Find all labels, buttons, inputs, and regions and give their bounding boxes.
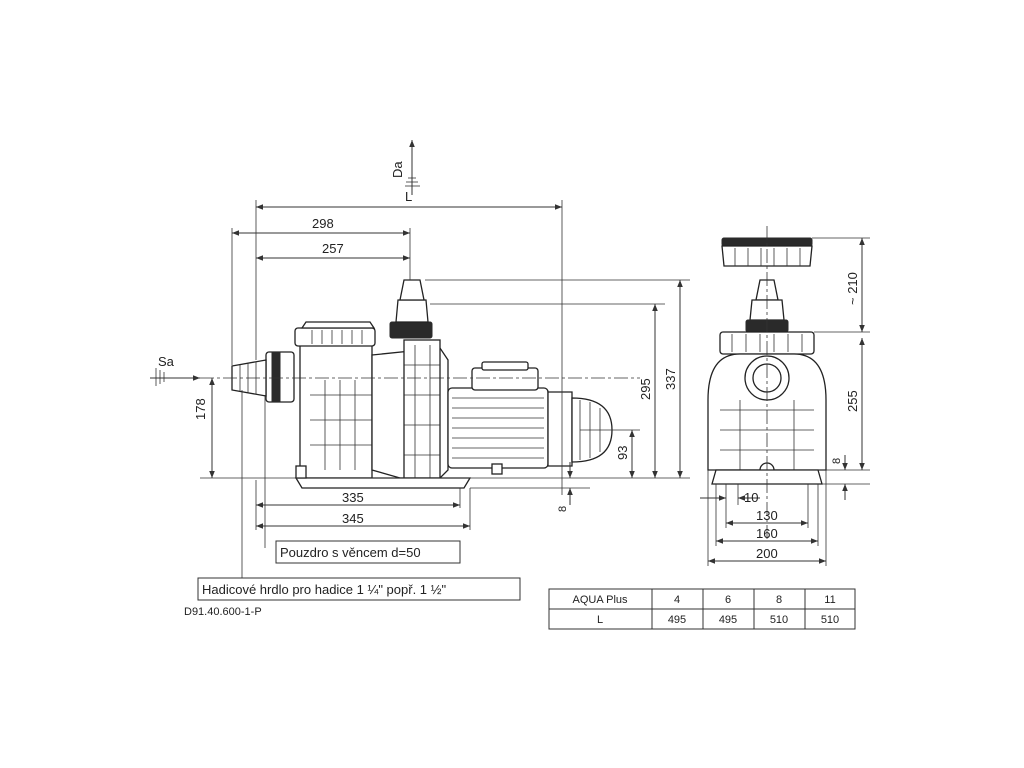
callout-hose: Hadicové hrdlo pro hadice 1 ¼" popř. 1 ½… xyxy=(197,577,521,601)
side-view: Sa Da L 298 257 295 337 178 xyxy=(150,140,690,618)
pump-side-body xyxy=(231,279,613,489)
table-header-6: 6 xyxy=(725,594,731,606)
model-length-table: AQUA Plus 4 6 8 11 L 495 495 510 510 xyxy=(548,588,856,630)
callout-housing: Pouzdro s věncem d=50 xyxy=(275,540,461,564)
dimension-8-front: 8 xyxy=(831,458,843,464)
dimension-257: 257 xyxy=(322,241,344,256)
dimension-10: 10 xyxy=(744,490,758,505)
table-cell: 495 xyxy=(668,614,686,626)
dimension-8-side: 8 xyxy=(557,506,569,512)
dimension-298: 298 xyxy=(312,216,334,231)
dimension-295: 295 xyxy=(638,378,653,400)
front-view: ~ 210 255 8 10 130 160 200 xyxy=(700,226,870,566)
drawing-code: D91.40.600-1-P xyxy=(184,606,262,618)
table-cell-label: L xyxy=(597,614,603,626)
dimension-200: 200 xyxy=(756,546,778,561)
discharge-label: Da xyxy=(390,161,405,178)
callout-hose-text: Hadicové hrdlo pro hadice 1 ¼" popř. 1 ½… xyxy=(202,582,446,597)
dimension-length: L xyxy=(405,189,412,204)
dimension-345: 345 xyxy=(342,511,364,526)
dimension-210: ~ 210 xyxy=(845,272,860,305)
table-header-model: AQUA Plus xyxy=(572,594,628,606)
dimension-130: 130 xyxy=(756,508,778,523)
dimension-337: 337 xyxy=(663,368,678,390)
table-cell: 495 xyxy=(719,614,737,626)
dimension-178: 178 xyxy=(193,398,208,420)
table-cell: 510 xyxy=(821,614,839,626)
suction-label: Sa xyxy=(158,354,175,369)
table-cell: 510 xyxy=(770,614,788,626)
table-header-8: 8 xyxy=(776,594,782,606)
table-header-11: 11 xyxy=(824,594,835,606)
table-header-4: 4 xyxy=(674,594,680,606)
dimension-255: 255 xyxy=(845,390,860,412)
dimension-160: 160 xyxy=(756,526,778,541)
callout-housing-text: Pouzdro s věncem d=50 xyxy=(280,545,421,560)
dimension-93: 93 xyxy=(615,446,630,460)
dimension-335: 335 xyxy=(342,490,364,505)
